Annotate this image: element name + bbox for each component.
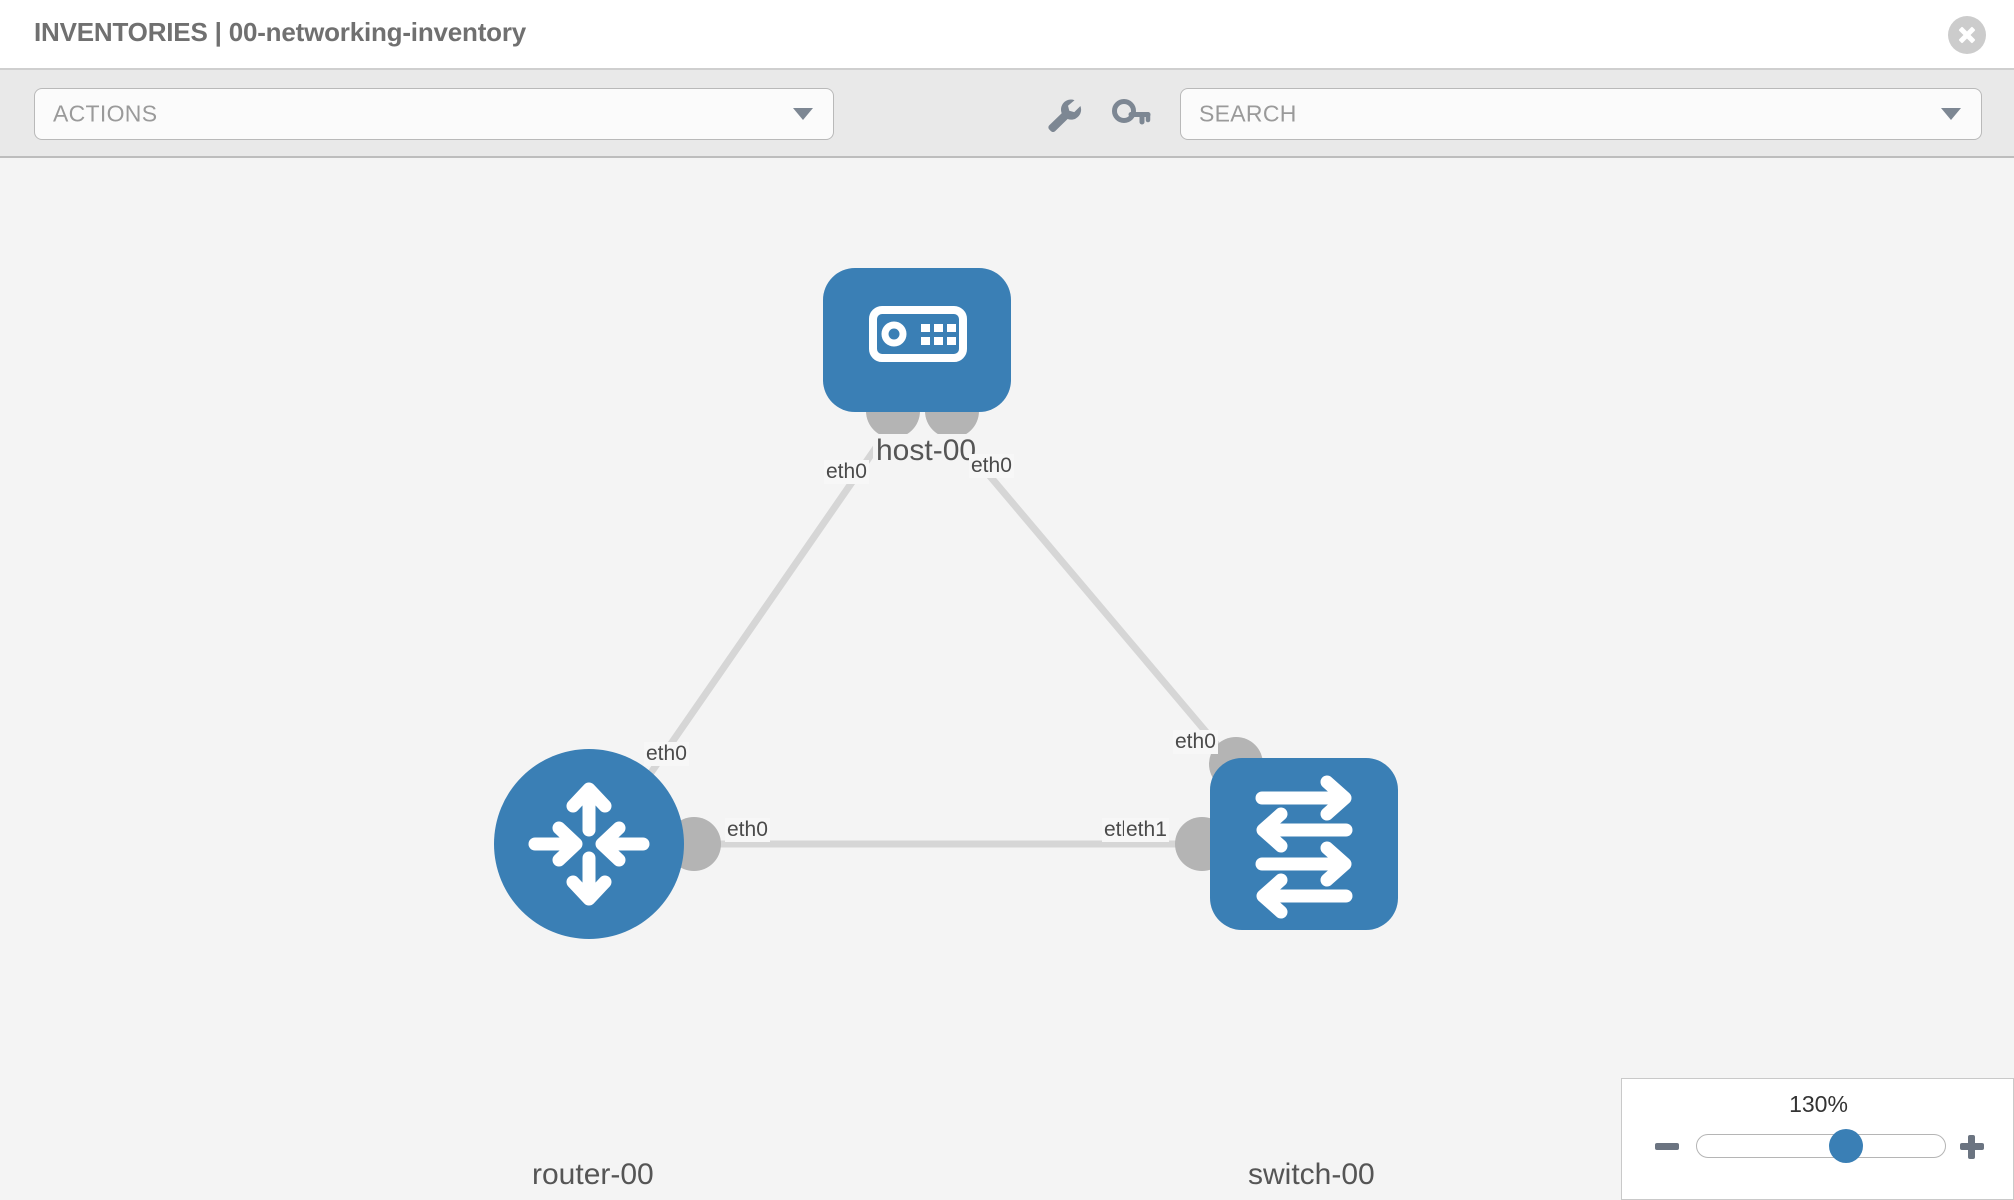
actions-dropdown[interactable]: ACTIONS xyxy=(34,88,834,140)
topology-canvas[interactable]: host-00 router-00 switch-00 eth0 eth0 et… xyxy=(0,158,2014,1200)
node-router-00[interactable] xyxy=(494,749,684,939)
zoom-control-panel: 130% xyxy=(1621,1078,2014,1200)
zoom-out-button[interactable] xyxy=(1652,1131,1682,1161)
zoom-slider-track[interactable] xyxy=(1696,1129,1946,1163)
link-layer xyxy=(627,420,1248,848)
server-icon xyxy=(869,306,967,362)
zoom-slider-thumb[interactable] xyxy=(1828,1129,1863,1163)
node-host-00 xyxy=(823,268,1011,412)
node-switch-00[interactable] xyxy=(1210,758,1398,930)
actions-dropdown-label: ACTIONS xyxy=(53,100,158,127)
chevron-down-icon xyxy=(1941,108,1961,120)
link-host00-router00 xyxy=(627,421,896,805)
link-host00-switch00 xyxy=(942,420,1248,781)
close-icon[interactable] xyxy=(1948,16,1986,54)
toolbar: ACTIONS SEARCH xyxy=(0,70,2014,158)
node-host-00[interactable] xyxy=(823,268,1011,412)
zoom-level-label: 130% xyxy=(1789,1091,1848,1117)
port-layer xyxy=(667,384,1263,871)
switch-arrows-icon xyxy=(1255,775,1353,919)
wrench-icon[interactable] xyxy=(1043,96,1085,134)
search-input[interactable]: SEARCH xyxy=(1180,88,1982,140)
header-bar: INVENTORIES | 00-networking-inventory xyxy=(0,0,2014,70)
node-switch-00 xyxy=(1210,758,1398,930)
node-router-00 xyxy=(494,749,684,939)
chevron-down-icon xyxy=(793,108,813,120)
search-placeholder: SEARCH xyxy=(1199,100,1297,127)
topology-graph xyxy=(494,268,1398,939)
router-arrows-icon xyxy=(528,782,650,906)
page-title: INVENTORIES | 00-networking-inventory xyxy=(34,17,527,47)
key-icon[interactable] xyxy=(1111,96,1153,134)
zoom-in-button[interactable] xyxy=(1957,1131,1987,1161)
